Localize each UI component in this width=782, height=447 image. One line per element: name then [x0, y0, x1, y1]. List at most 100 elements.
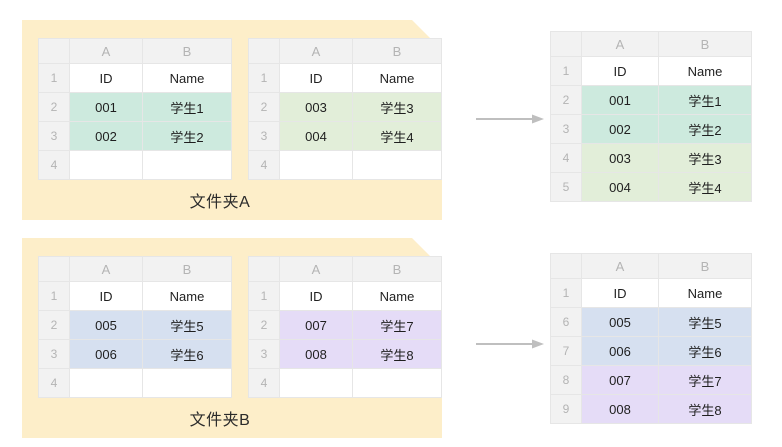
sheet-cell-A1[interactable]: ID [581, 56, 659, 86]
column-header-a[interactable]: A [69, 38, 143, 64]
row-number-cell[interactable]: 3 [248, 339, 280, 369]
sheet-cell-A4[interactable] [69, 368, 143, 398]
row-number-cell[interactable]: 5 [550, 172, 582, 202]
row-number-cell[interactable]: 8 [550, 365, 582, 395]
column-header-a[interactable]: A [581, 253, 659, 279]
sheet-cell-B3[interactable]: 学生8 [352, 339, 442, 369]
sheet-cell-A2[interactable]: 007 [279, 310, 353, 340]
sheet-cell-B1[interactable]: Name [142, 63, 232, 93]
sheet-cell-B8[interactable]: 学生7 [658, 365, 752, 395]
sheet-cell-A4[interactable]: 003 [581, 143, 659, 173]
column-header-b[interactable]: B [142, 38, 232, 64]
row-number-cell[interactable]: 4 [550, 143, 582, 173]
sheet-cell-A3[interactable]: 002 [69, 121, 143, 151]
row-number-cell[interactable]: 3 [248, 121, 280, 151]
row-number-cell[interactable]: 1 [550, 278, 582, 308]
sheet-cell-A1[interactable]: ID [279, 281, 353, 311]
row-number-cell[interactable]: 1 [38, 63, 70, 93]
row-number-cell[interactable]: 1 [38, 281, 70, 311]
sheet-cell-A6[interactable]: 005 [581, 307, 659, 337]
sheet-cell-B1[interactable]: Name [352, 281, 442, 311]
column-header-b[interactable]: B [142, 256, 232, 282]
row-number-cell[interactable]: 4 [248, 368, 280, 398]
sheet-cell-B7[interactable]: 学生6 [658, 336, 752, 366]
sheet-cell-B1[interactable]: Name [352, 63, 442, 93]
row-number-cell[interactable]: 4 [38, 150, 70, 180]
sheet-cell-A3[interactable]: 008 [279, 339, 353, 369]
sheet-cell-B1[interactable]: Name [658, 56, 752, 86]
row-number-cell[interactable]: 2 [38, 92, 70, 122]
row-number-cell[interactable]: 4 [38, 368, 70, 398]
sheet-cell-B1[interactable]: Name [142, 281, 232, 311]
sheet-cell-A7[interactable]: 006 [581, 336, 659, 366]
column-header-a[interactable]: A [581, 31, 659, 57]
row-number-cell[interactable]: 2 [248, 92, 280, 122]
column-header-b[interactable]: B [658, 253, 752, 279]
column-header-a[interactable]: A [69, 256, 143, 282]
row-number-cell[interactable]: 9 [550, 394, 582, 424]
sheet-cell-B4[interactable]: 学生3 [658, 143, 752, 173]
sheet-corner-cell [550, 31, 582, 57]
sheet-cell-A4[interactable] [279, 150, 353, 180]
sheet-cell-B3[interactable]: 学生2 [658, 114, 752, 144]
row-number-cell[interactable]: 1 [248, 63, 280, 93]
sheet-cell-B3[interactable]: 学生2 [142, 121, 232, 151]
sheet-cell-B2[interactable]: 学生5 [142, 310, 232, 340]
row-number-cell[interactable]: 2 [550, 85, 582, 115]
row-number-cell[interactable]: 2 [248, 310, 280, 340]
row-number-cell[interactable]: 1 [550, 56, 582, 86]
sheet-cell-B2[interactable]: 学生3 [352, 92, 442, 122]
sheet-cell-A1[interactable]: ID [69, 281, 143, 311]
row-number-cell[interactable]: 1 [248, 281, 280, 311]
sheet-cell-B4[interactable] [352, 368, 442, 398]
sheet-cell-B9[interactable]: 学生8 [658, 394, 752, 424]
sheet-cell-A2[interactable]: 001 [581, 85, 659, 115]
row-number-cell[interactable]: 6 [550, 307, 582, 337]
row-number-cell[interactable]: 3 [38, 339, 70, 369]
sheet-cell-A2[interactable]: 005 [69, 310, 143, 340]
sheet-cell-B1[interactable]: Name [658, 278, 752, 308]
sheet-cell-A3[interactable]: 006 [69, 339, 143, 369]
row-number-cell[interactable]: 2 [38, 310, 70, 340]
row-number-cell[interactable]: 7 [550, 336, 582, 366]
sheet-row: 4 [248, 150, 442, 180]
sheet-cell-B2[interactable]: 学生7 [352, 310, 442, 340]
sheet-cell-A2[interactable]: 001 [69, 92, 143, 122]
sheet-cell-A4[interactable] [69, 150, 143, 180]
sheet-cell-B6[interactable]: 学生5 [658, 307, 752, 337]
sheet-cell-A1[interactable]: ID [581, 278, 659, 308]
sheet-cell-A3[interactable]: 002 [581, 114, 659, 144]
sheet-cell-A3[interactable]: 004 [279, 121, 353, 151]
row-number-cell[interactable]: 3 [550, 114, 582, 144]
sheet-cell-B4[interactable] [352, 150, 442, 180]
sheet-cell-B4[interactable] [142, 368, 232, 398]
sheet-cell-A8[interactable]: 007 [581, 365, 659, 395]
column-header-a[interactable]: A [279, 38, 353, 64]
sheet-cell-B4[interactable] [142, 150, 232, 180]
sheet-cell-B3[interactable]: 学生4 [352, 121, 442, 151]
column-header-b[interactable]: B [352, 38, 442, 64]
sheet-cell-A9[interactable]: 008 [581, 394, 659, 424]
column-header-b[interactable]: B [658, 31, 752, 57]
sheet-cell-B2[interactable]: 学生1 [142, 92, 232, 122]
sheet-cell-B3[interactable]: 学生6 [142, 339, 232, 369]
sheet-cell-A1[interactable]: ID [69, 63, 143, 93]
row-number-cell[interactable]: 3 [38, 121, 70, 151]
row-number-cell[interactable]: 4 [248, 150, 280, 180]
sheet-cell-A1[interactable]: ID [279, 63, 353, 93]
sheet-cell-B5[interactable]: 学生4 [658, 172, 752, 202]
sheet-cell-A2[interactable]: 003 [279, 92, 353, 122]
sheet-row: 4 [248, 368, 442, 398]
sheet-cell-A4[interactable] [279, 368, 353, 398]
sheet-cell-A5[interactable]: 004 [581, 172, 659, 202]
sheet-cell-B2[interactable]: 学生1 [658, 85, 752, 115]
column-header-b[interactable]: B [352, 256, 442, 282]
column-header-a[interactable]: A [279, 256, 353, 282]
